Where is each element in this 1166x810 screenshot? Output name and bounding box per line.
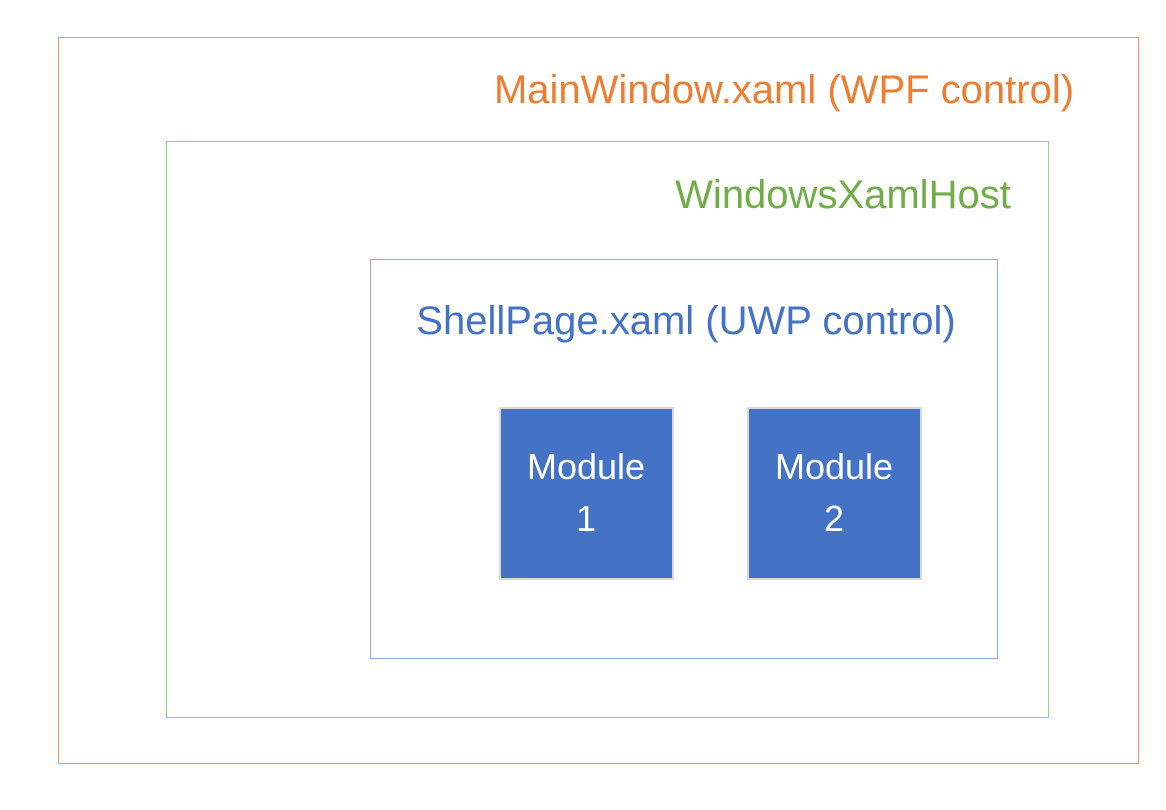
windows-xaml-host-label: WindowsXamlHost (675, 173, 1011, 217)
module-1-label: Module (526, 446, 646, 487)
module-2-label: Module (774, 446, 894, 487)
mainwindow-wpf-label: MainWindow.xaml (WPF control) (493, 67, 1075, 112)
mainwindow-wpf-box: MainWindow.xaml (WPF control) WindowsXam… (58, 37, 1139, 764)
windows-xaml-host-box: WindowsXamlHost ShellPage.xaml (UWP cont… (165, 140, 1049, 718)
shellpage-uwp-box: ShellPage.xaml (UWP control) Module 1 Mo… (370, 259, 998, 659)
module-2-block: Module 2 (746, 406, 922, 580)
module-1-number: 1 (575, 498, 597, 539)
shellpage-uwp-label: ShellPage.xaml (UWP control) (416, 298, 956, 343)
module-1-block: Module 1 (498, 406, 674, 580)
module-2-number: 2 (823, 498, 845, 539)
